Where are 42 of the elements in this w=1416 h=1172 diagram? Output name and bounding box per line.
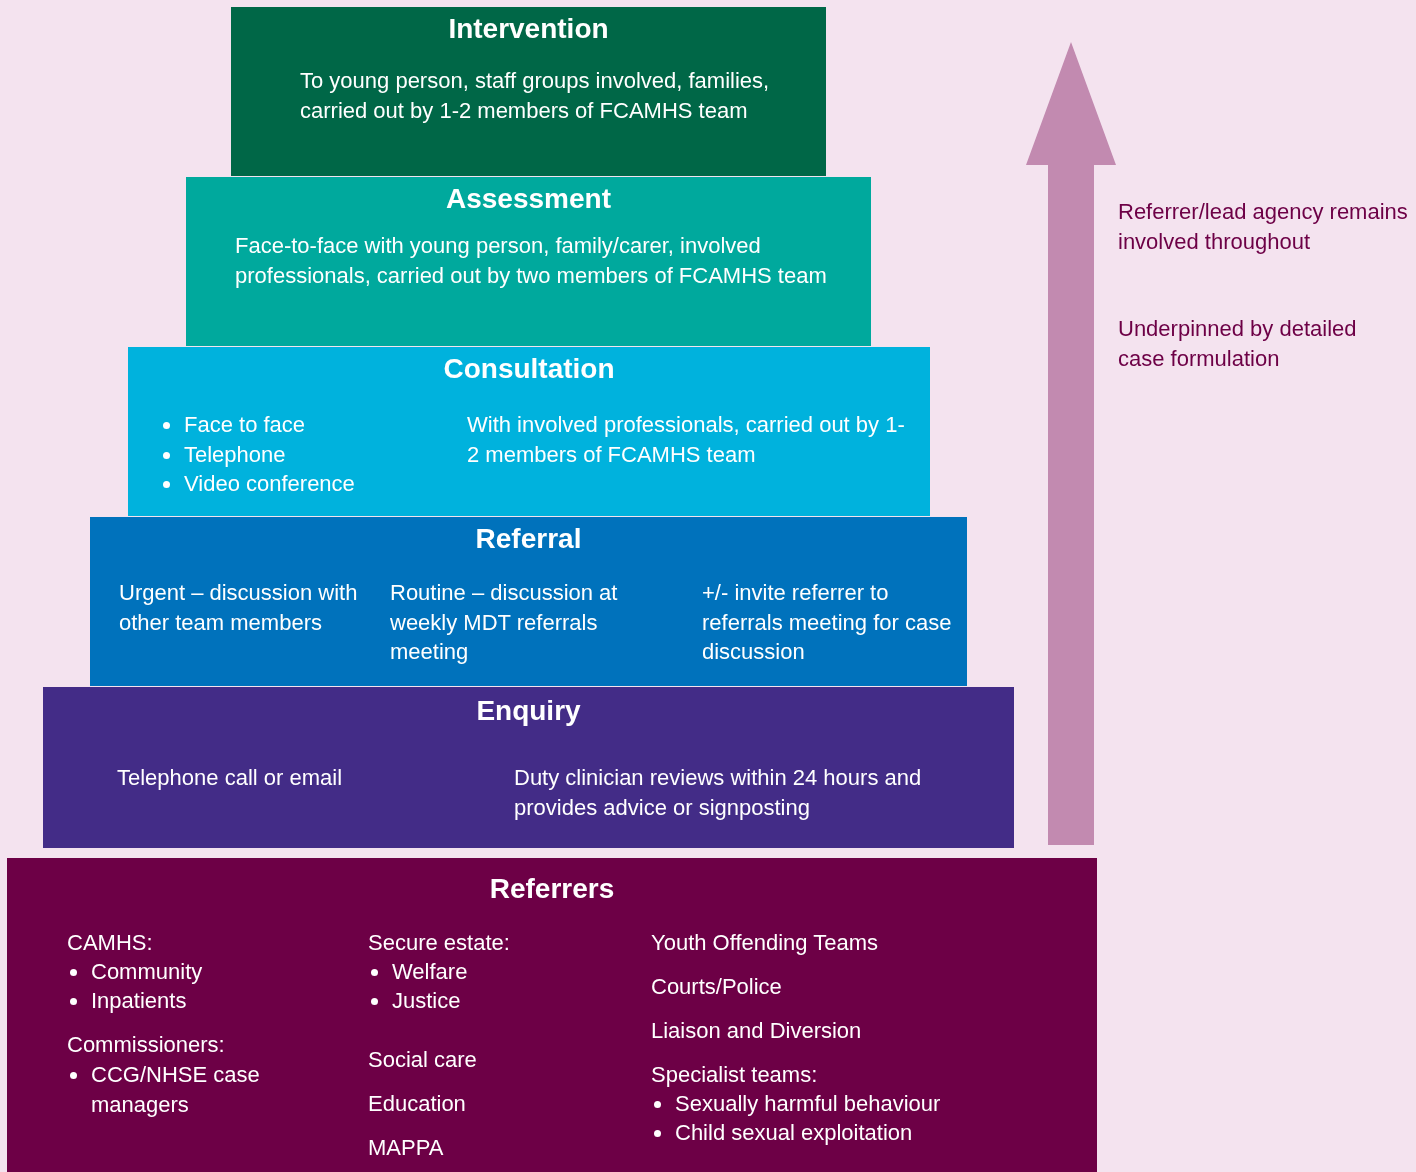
list-item: Face to face xyxy=(160,410,420,440)
side-note: Underpinned by detailed case formulation xyxy=(1118,315,1358,373)
band-heading: Referrers xyxy=(488,872,616,906)
band-text: Secure estate: xyxy=(368,929,511,957)
band-heading: Consultation xyxy=(442,352,616,386)
list-item: Child sexual exploitation xyxy=(651,1118,1051,1148)
band-text: With involved professionals, carried out by 1-2 members of FCAMHS team xyxy=(467,411,906,469)
list-item: Justice xyxy=(368,986,628,1016)
band-text: To young person, staff groups involved, families, carried out by 1-2 members of FCAMHS team xyxy=(300,67,770,125)
list-item: Video conference xyxy=(160,469,420,499)
band-text: Duty clinician reviews within 24 hours and provides advice or signposting xyxy=(514,764,923,822)
band-text: CAMHS: xyxy=(67,929,154,957)
pyramid-band xyxy=(231,7,826,176)
pyramid-band xyxy=(7,858,1097,1172)
list-item: Inpatients xyxy=(67,986,327,1016)
list-item: Telephone xyxy=(160,440,420,470)
band-heading: Intervention xyxy=(447,12,610,46)
pyramid-band xyxy=(186,177,871,346)
pyramid-band xyxy=(43,687,1014,848)
list-item: Sexually harmful behaviour xyxy=(651,1089,1051,1119)
band-text: Face-to-face with young person, family/carer, involved professionals, carried out by two members of FCAMHS team xyxy=(235,232,828,290)
list-item: Welfare xyxy=(368,957,628,987)
band-text: Routine – discussion at weekly MDT referrals meeting xyxy=(390,579,619,666)
band-text: Social care xyxy=(368,1046,478,1074)
band-heading: Referral xyxy=(474,522,583,556)
band-text: Telephone call or email xyxy=(117,764,344,792)
band-text: Liaison and Diversion xyxy=(651,1017,863,1045)
band-heading: Assessment xyxy=(445,182,612,216)
band-text: Commissioners: xyxy=(67,1031,226,1059)
pyramid-band xyxy=(90,517,967,686)
band-text: MAPPA xyxy=(368,1134,445,1162)
list-item: Community xyxy=(67,957,327,987)
list-item: CCG/NHSE case managers xyxy=(67,1060,287,1119)
band-text: +/- invite referrer to referrals meeting for case discussion xyxy=(702,579,952,666)
band-text: Courts/Police xyxy=(651,973,783,1001)
band-text: Urgent – discussion with other team members xyxy=(119,579,359,637)
band-text: Youth Offending Teams xyxy=(651,929,880,957)
band-text: Specialist teams: xyxy=(651,1061,819,1089)
band-heading: Enquiry xyxy=(475,694,582,728)
pyramid-band xyxy=(128,347,930,516)
side-note: Referrer/lead agency remains involved throughout xyxy=(1118,198,1408,256)
band-text: Education xyxy=(368,1090,467,1118)
